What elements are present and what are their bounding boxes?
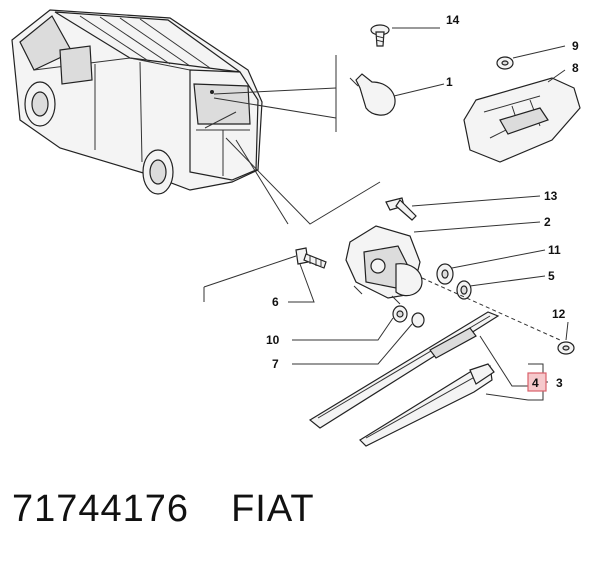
part-wiper-motor-2 [345, 225, 423, 305]
part-nut-7 [411, 312, 425, 328]
part-bolt-6 [295, 247, 327, 269]
callout-11: 11 [548, 243, 561, 257]
part-seal-10 [392, 305, 408, 323]
callout-8: 8 [572, 61, 579, 75]
callout-2: 2 [544, 215, 551, 229]
callout-4: 4 [532, 376, 539, 390]
part-cap-1 [349, 73, 396, 116]
callout-10: 10 [266, 333, 280, 347]
footer-title: 71744176 FIAT [12, 488, 592, 548]
callout-12: 12 [552, 307, 566, 321]
part-pin-13 [385, 197, 417, 221]
van-illustration [11, 9, 263, 195]
brand-name: FIAT [231, 488, 315, 530]
part-washer-11 [436, 263, 454, 285]
callout-5: 5 [548, 269, 555, 283]
part-number: 71744176 [12, 488, 190, 530]
callout-1: 1 [446, 75, 453, 89]
callout-14: 14 [446, 13, 460, 27]
part-wiper-arm-blade [308, 311, 500, 447]
highlight-box-4 [527, 372, 547, 392]
callout-6: 6 [272, 295, 279, 309]
part-screw-14 [370, 24, 390, 47]
callout-13: 13 [544, 189, 558, 203]
part-nut-12 [557, 341, 575, 355]
part-nut-9 [496, 56, 514, 70]
callout-3: 3 [556, 376, 563, 390]
part-spacer-5 [456, 280, 472, 300]
part-cover-8 [463, 77, 581, 163]
exploded-parts-diagram: 14 1 9 8 13 2 11 5 6 12 10 7 4 3 [11, 9, 581, 447]
callout-7: 7 [272, 357, 279, 371]
callout-9: 9 [572, 39, 579, 53]
